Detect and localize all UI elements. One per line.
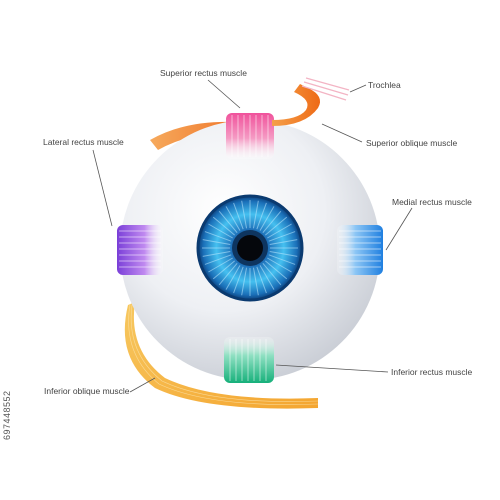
iris-ray — [252, 200, 259, 229]
iris-ray — [268, 254, 296, 265]
iris-ray — [269, 239, 298, 246]
label-lateral-rectus: Lateral rectus muscle — [43, 137, 124, 147]
inferior-oblique-band — [124, 302, 318, 409]
iris-limbus — [196, 194, 304, 302]
iris-ray — [259, 206, 275, 231]
label-trochlea: Trochlea — [368, 80, 401, 90]
pupil — [237, 235, 263, 261]
iris-ray — [241, 267, 248, 296]
trochlea-tendon — [301, 77, 350, 101]
iris-ray — [252, 267, 259, 296]
iris-ray — [264, 260, 288, 280]
iris-ray — [256, 202, 267, 230]
superior-oblique-muscle — [272, 84, 321, 126]
stock-image-id: 697448552 — [2, 390, 12, 440]
label-inferior-oblique: Inferior oblique muscle — [44, 386, 130, 396]
leader-lines — [92, 79, 413, 393]
iris-ray — [204, 254, 232, 265]
leader-trochlea — [349, 84, 367, 93]
leader-inferior-oblique — [129, 377, 156, 393]
iris-ray — [208, 223, 233, 239]
iris-ray — [202, 239, 231, 246]
iris-ray — [267, 223, 292, 239]
iris-ray — [241, 200, 248, 229]
inferior-rectus-fibers — [229, 339, 267, 381]
iris-ray — [212, 260, 236, 280]
lateral-rectus-fibers — [119, 230, 161, 268]
iris-ray — [262, 262, 282, 286]
medial-rectus-fibers — [339, 230, 381, 268]
iris-ray — [262, 210, 282, 234]
iris-ray — [267, 257, 292, 273]
iris-ray — [233, 266, 244, 294]
iris-ray — [256, 266, 267, 294]
label-superior-rectus: Superior rectus muscle — [160, 68, 247, 78]
iris-ray — [208, 257, 233, 273]
lateral-rectus-muscle — [117, 225, 163, 275]
iris-ray — [264, 216, 288, 236]
iris-ray — [259, 265, 275, 290]
leader-lateral-rectus — [92, 149, 113, 227]
label-inferior-rectus: Inferior rectus muscle — [391, 367, 473, 377]
iris-rays — [202, 200, 298, 296]
iris-ray — [225, 265, 241, 290]
medial-rectus-muscle — [337, 225, 383, 275]
iris-ray — [202, 250, 231, 257]
iris-ray — [204, 231, 232, 242]
iris-ray — [268, 231, 296, 242]
iris-ray — [212, 216, 236, 236]
leader-inferior-rectus — [275, 364, 389, 373]
superior-rectus-fibers — [231, 115, 269, 157]
iris-ray — [233, 202, 244, 230]
inferior-oblique-fibers — [128, 303, 319, 405]
label-superior-oblique: Superior oblique muscle — [366, 138, 458, 148]
label-medial-rectus: Medial rectus muscle — [392, 197, 472, 207]
leader-medial-rectus — [385, 207, 413, 251]
iris-ray — [218, 210, 238, 234]
leader-superior-rectus — [207, 79, 241, 109]
iris-ray — [269, 250, 298, 257]
iris-ray — [225, 206, 241, 231]
iris-ray — [218, 262, 238, 286]
leader-superior-oblique — [321, 123, 363, 143]
inferior-rectus-muscle — [224, 337, 274, 383]
